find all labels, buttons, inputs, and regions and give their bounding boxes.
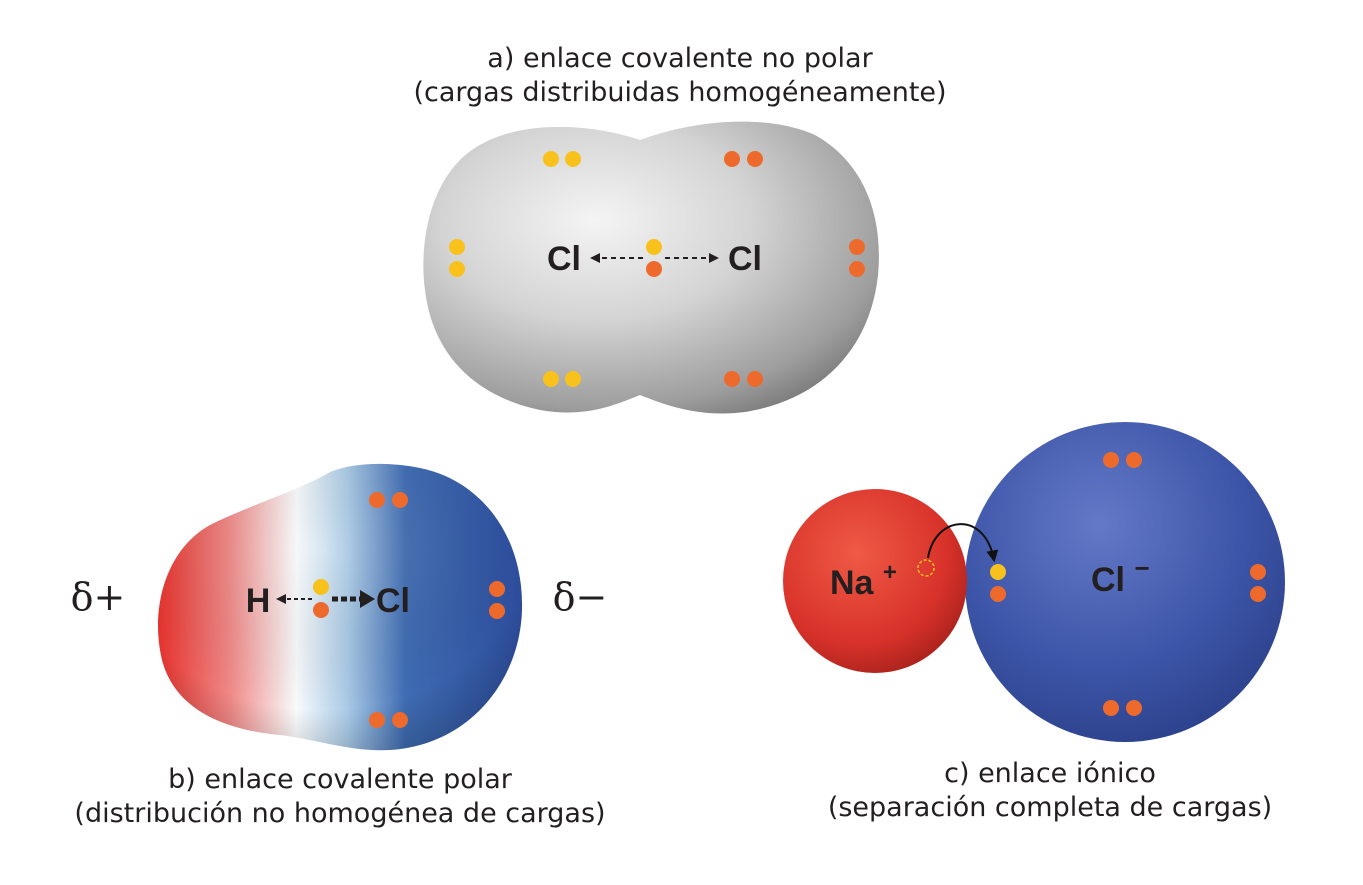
cl-ion-label: Cl −: [1091, 553, 1150, 599]
caption-b-line2: (distribución no homogénea de cargas): [74, 798, 606, 829]
cl-ion-sphere: [965, 422, 1285, 742]
cl-right-label: Cl: [728, 240, 762, 278]
caption-b-line1: b) enlace covalente polar: [168, 764, 512, 795]
caption-a-line1: a) enlace covalente no polar: [487, 43, 873, 74]
caption-nonpolar-covalent: a) enlace covalente no polar (cargas dis…: [380, 42, 980, 110]
transferred-electron: [990, 564, 1006, 580]
panel-a: Cl Cl: [423, 121, 879, 414]
caption-c-line1: c) enlace iónico: [944, 758, 1156, 789]
panel-b: H Cl δ+ δ−: [71, 463, 608, 751]
caption-ionic: c) enlace iónico (separación completa de…: [750, 757, 1350, 825]
caption-a-line2: (cargas distribuidas homogéneamente): [413, 77, 947, 108]
cl-left-label: Cl: [547, 240, 581, 278]
shared-electron-orange: [646, 261, 662, 277]
shared-electron-orange: [313, 602, 329, 618]
panel-c: Na + Cl −: [783, 422, 1285, 742]
caption-c-line2: (separación completa de cargas): [827, 792, 1273, 823]
na-ion-label: Na +: [830, 559, 897, 602]
bond-arrow-to-cl-head: [360, 590, 375, 608]
delta-plus-label: δ+: [71, 575, 126, 619]
hcl-lone-pairs: [369, 492, 505, 728]
na-ion-sphere: [783, 489, 967, 673]
caption-polar-covalent: b) enlace covalente polar (distribución …: [40, 763, 640, 831]
shared-electron-yellow: [646, 239, 662, 255]
cl-label: Cl: [376, 582, 410, 620]
electron-transfer-arrow: [927, 523, 999, 563]
h-label: H: [246, 582, 271, 620]
delta-minus-label: δ−: [553, 575, 608, 619]
cl2-lone-pairs: [449, 151, 865, 387]
shared-electron-yellow: [313, 579, 329, 595]
vacated-electron-site: [917, 559, 935, 577]
cl-ion-lone-pairs: [990, 452, 1266, 716]
